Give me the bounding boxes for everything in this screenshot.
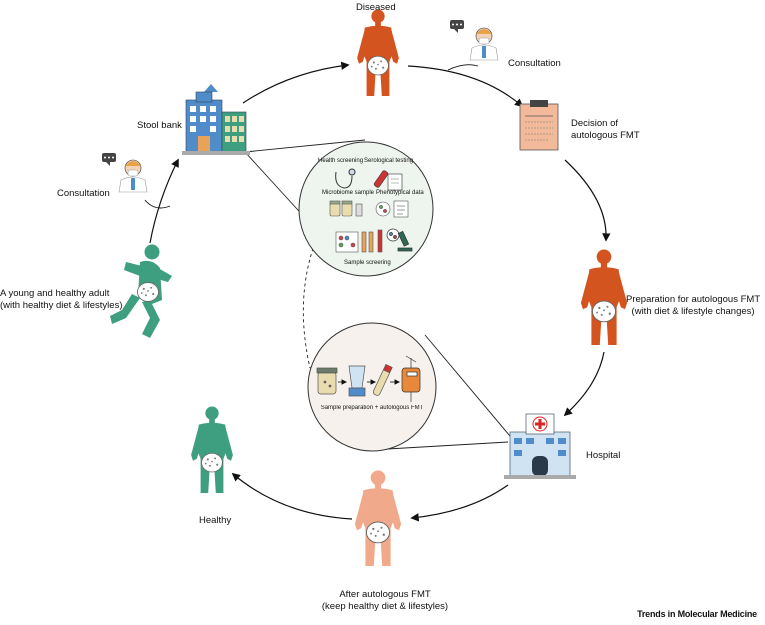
label-decision: Decision of autologous FMT [571, 118, 640, 141]
microscope-icon [386, 228, 413, 252]
sample-tube-icon [373, 363, 393, 396]
screening-kit-icon [335, 229, 383, 253]
doctor-consultation-bank [102, 153, 148, 193]
phenotype-data-icon [375, 200, 409, 218]
arrow-after-to-healthy [231, 472, 353, 520]
label-after-fmt: After autologous FMT (keep healthy diet … [321, 589, 449, 612]
label-diseased: Diseased [356, 2, 396, 13]
test-tube-icon [373, 170, 403, 191]
hospital-building-icon [504, 413, 576, 479]
arrow-decision-to-preparation [564, 159, 611, 242]
label-serological-testing: Serological testing [364, 158, 414, 164]
label-hospital: Hospital [586, 450, 621, 461]
stool-bank-building-icon [182, 84, 250, 155]
arrow-diseased-to-decision [407, 65, 524, 108]
diseased-figure [357, 9, 399, 97]
running-adult-figure [110, 244, 172, 338]
preparation-figure [580, 249, 628, 345]
label-phenotypical-data: Phenotypical data [376, 190, 424, 196]
label-healthy: Healthy [199, 515, 232, 526]
consult-link-doctor [447, 64, 479, 71]
journal-credit: Trends in Molecular Medicine [637, 609, 757, 619]
consult-link-bank [144, 199, 171, 209]
label-stool-bank: Stool bank [137, 120, 182, 131]
stethoscope-icon [335, 168, 356, 189]
arrow-hospital-to-after [410, 484, 509, 522]
stool-jar-icon [316, 367, 338, 395]
label-preparation: Preparation for autologous FMT (with die… [626, 294, 761, 317]
clipboard-icon [519, 100, 559, 151]
arrow-preparation-to-hospital [563, 351, 605, 417]
label-sample-screening: Sample screering [344, 260, 391, 266]
label-consultation-bank: Consultation [57, 188, 110, 199]
screening-panel: Health screening Serological testing Mic… [298, 141, 434, 277]
cycle-arrows [144, 61, 611, 522]
preparation-panel: Sample preparation + autologous FMT [307, 322, 437, 452]
after-fmt-figure [354, 470, 402, 566]
label-health-screening: Health screening [318, 158, 364, 164]
label-microbiome-sample: Microbiome sample [322, 190, 375, 196]
sample-jars-icon [329, 200, 363, 217]
label-sample-preparation: Sample preparation + autologous FMT [320, 405, 424, 411]
arrow-stool-bank-to-diseased [242, 61, 350, 104]
blender-icon [348, 365, 366, 397]
label-consultation-doctor: Consultation [508, 58, 561, 69]
doctor-consultation-top [450, 20, 499, 61]
label-young-adult: A young and healthy adult (with healthy … [0, 288, 123, 311]
healthy-figure [191, 406, 233, 493]
infusion-bag-icon [401, 355, 421, 402]
arrow-young-to-stool-bank [149, 158, 179, 244]
